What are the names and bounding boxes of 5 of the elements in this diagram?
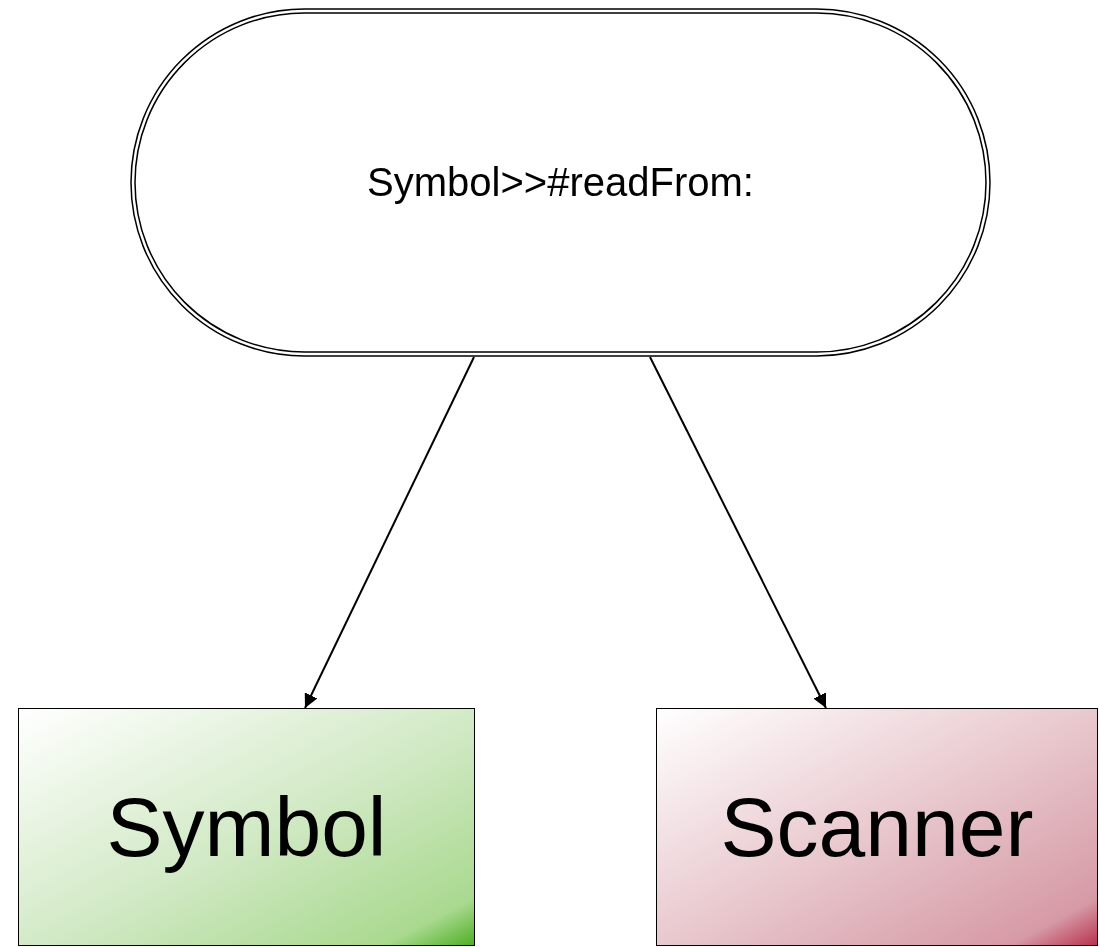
node-label: Symbol	[106, 778, 387, 876]
node-label: Symbol>>#readFrom:	[367, 160, 754, 205]
node-label: Scanner	[720, 778, 1034, 876]
arrow	[304, 356, 475, 709]
arrow	[649, 356, 827, 709]
